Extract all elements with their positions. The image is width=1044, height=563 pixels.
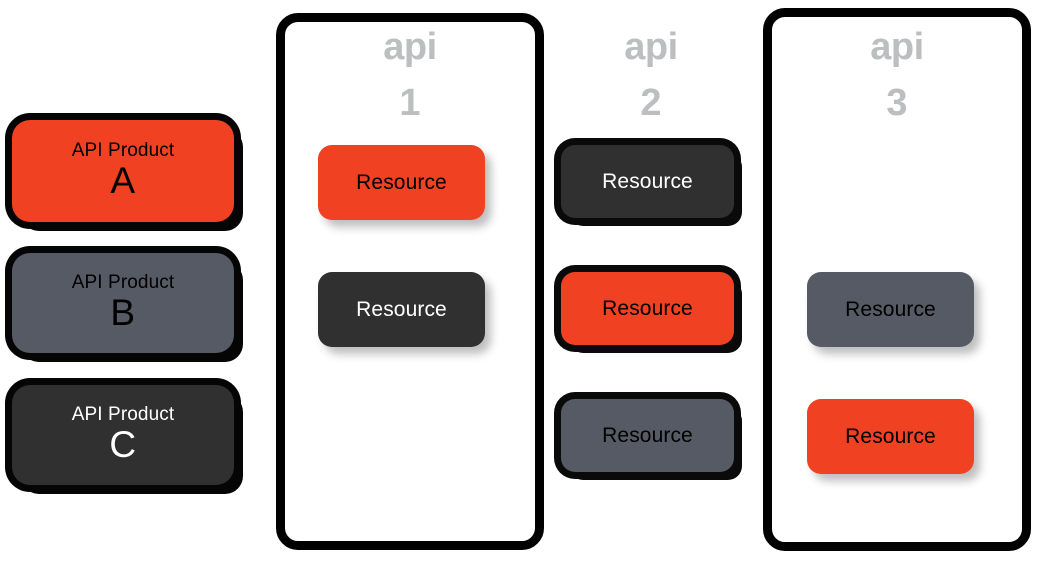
- api-2-resource-2[interactable]: Resource: [561, 272, 734, 345]
- api-1-number: 1: [399, 82, 421, 124]
- api-3-resource-2[interactable]: Resource: [807, 399, 974, 474]
- api-2-header: api 2: [556, 28, 746, 122]
- api-3-header: api 3: [787, 28, 1007, 122]
- api-2-word: api: [624, 26, 678, 68]
- api-1-resource-1[interactable]: Resource: [318, 145, 485, 220]
- api-3-word: api: [870, 26, 924, 68]
- api-1-header: api 1: [300, 28, 520, 122]
- api-product-letter: A: [110, 160, 136, 202]
- api-product-letter: C: [109, 424, 137, 466]
- api-product-letter: B: [110, 292, 136, 334]
- api-3-number: 3: [886, 82, 908, 124]
- api-product-label: API Product: [71, 272, 175, 294]
- api-2-resource-3[interactable]: Resource: [561, 399, 734, 472]
- api-product-label: API Product: [71, 404, 175, 426]
- api-2-resource-1[interactable]: Resource: [561, 145, 734, 218]
- api-1-resource-2[interactable]: Resource: [318, 272, 485, 347]
- api-3-resource-1[interactable]: Resource: [807, 272, 974, 347]
- api-1-word: api: [383, 26, 437, 68]
- api-2-number: 2: [640, 82, 662, 124]
- api-product-label: API Product: [71, 140, 175, 162]
